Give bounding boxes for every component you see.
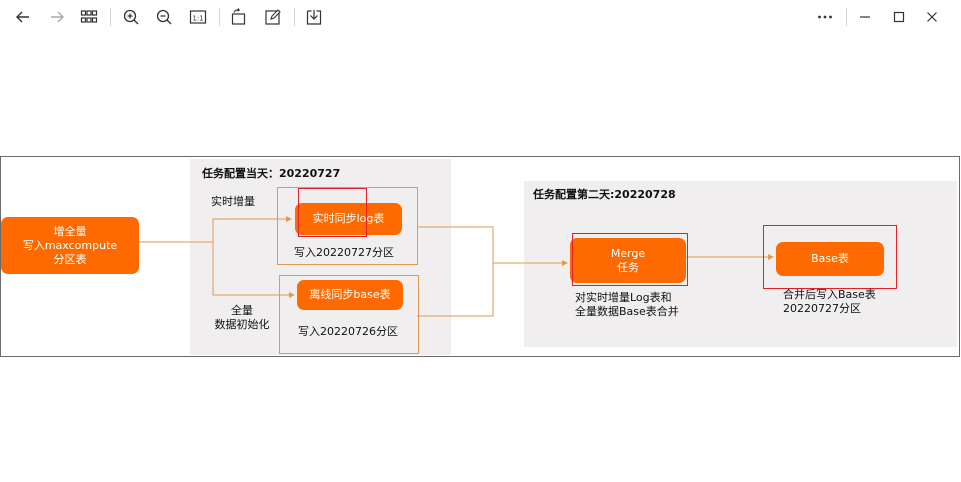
actual-size-icon[interactable]: 1:1 — [187, 6, 209, 28]
source-line2: 写入maxcompute — [22, 238, 118, 252]
edit-icon[interactable] — [262, 6, 284, 28]
flow-connectors — [139, 216, 774, 317]
offline-caption: 写入20220726分区 — [298, 325, 398, 338]
day2-title: 任务配置第二天:20220728 — [533, 188, 676, 201]
rotate-icon[interactable] — [228, 6, 250, 28]
source-line1: 增全量 — [53, 224, 87, 238]
merge-caption-line2: 全量数据Base表合并 — [575, 305, 679, 318]
grid-icon[interactable] — [78, 6, 100, 28]
forward-arrow-icon[interactable] — [46, 6, 68, 28]
base-table-node: Base表 — [776, 242, 884, 276]
save-icon[interactable] — [303, 6, 325, 28]
actual-size-label: 1:1 — [192, 14, 203, 22]
back-arrow-icon[interactable] — [12, 6, 34, 28]
realtime-label: 实时增量 — [211, 195, 255, 208]
merge-line2: 任务 — [617, 260, 639, 274]
connector-merge-join — [417, 226, 494, 317]
more-icon[interactable] — [814, 6, 836, 28]
base-caption-line1: 合并后写入Base表 — [783, 288, 876, 301]
day1-panel — [190, 159, 451, 355]
merge-caption: 对实时增量Log表和 全量数据Base表合并 — [575, 291, 679, 319]
base-caption: 合并后写入Base表 20220727分区 — [783, 288, 876, 316]
connector-to-offline — [212, 242, 295, 298]
source-node: 增全量 写入maxcompute 分区表 — [1, 217, 139, 274]
zoom-out-icon[interactable] — [153, 6, 175, 28]
connector-to-realtime — [139, 216, 292, 243]
base-table-label: Base表 — [811, 252, 849, 265]
full-init-line1: 全量 — [231, 304, 253, 317]
realtime-caption: 写入20220727分区 — [294, 246, 394, 259]
offline-sync-node: 离线同步base表 — [297, 280, 403, 310]
merge-highlight-box — [572, 233, 688, 286]
full-init-line2: 数据初始化 — [214, 318, 270, 331]
full-init-label: 全量 数据初始化 — [207, 304, 277, 332]
merge-node: Merge 任务 — [570, 238, 686, 283]
merge-caption-line1: 对实时增量Log表和 — [575, 291, 672, 304]
offline-group-box — [279, 275, 419, 354]
close-icon[interactable] — [921, 6, 943, 28]
offline-sync-label: 离线同步base表 — [309, 288, 391, 301]
maximize-icon[interactable] — [888, 6, 910, 28]
merge-line1: Merge — [610, 246, 646, 260]
day1-title: 任务配置当天：20220727 — [202, 167, 341, 180]
realtime-highlight-box — [298, 188, 367, 237]
minimize-icon[interactable] — [854, 6, 876, 28]
base-highlight-box — [763, 225, 897, 289]
viewer-toolbar: 1:1 — [0, 0, 961, 34]
base-caption-line2: 20220727分区 — [783, 302, 861, 315]
zoom-in-icon[interactable] — [120, 6, 142, 28]
image-canvas: 任务配置当天：20220727 任务配置第二天:20220728 增全量 写入m… — [0, 156, 960, 357]
source-line3: 分区表 — [53, 252, 87, 266]
realtime-group-box — [277, 187, 418, 265]
